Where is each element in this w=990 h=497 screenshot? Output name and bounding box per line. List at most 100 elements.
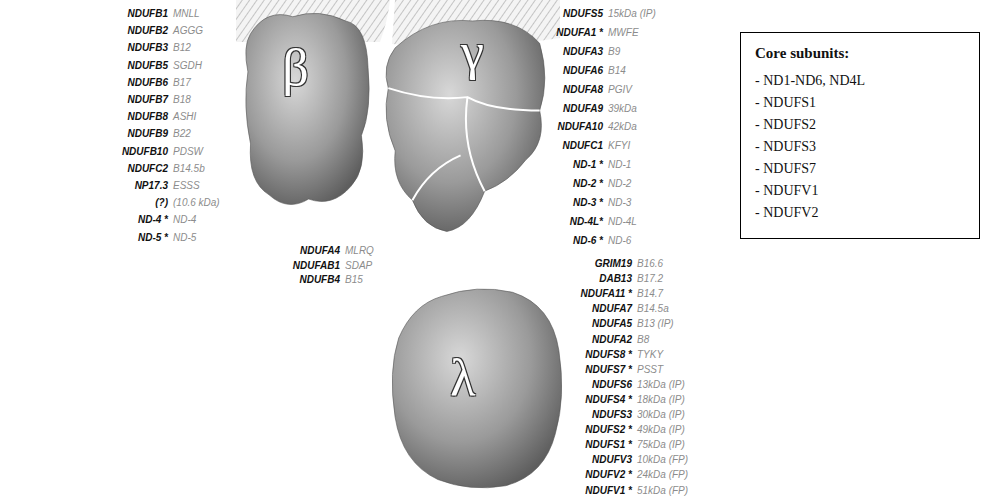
subunit-alias: KFYI <box>608 140 630 152</box>
protein-domain: β <box>240 4 372 216</box>
subunit-name: ND-4 * <box>138 214 168 226</box>
subunit-alias: ND-1 <box>608 159 631 171</box>
subunit-name: GRIM19 <box>595 258 632 270</box>
protein-domain: γ <box>378 12 550 236</box>
subunit-name: NDUFS4 * <box>585 394 632 406</box>
subunit-name: NP17.3 <box>135 180 168 192</box>
subunit-name: NDUFC2 <box>127 163 168 175</box>
subunit-name: NDUFB6 <box>127 77 168 89</box>
subunit-alias: B16.6 <box>637 258 663 270</box>
subunit-alias: 15kDa (IP) <box>608 8 656 20</box>
subunit-name: NDUFS1 * <box>585 439 632 451</box>
subunit-name: NDUFV3 <box>592 454 632 466</box>
domain-shape <box>388 284 566 492</box>
subunit-name: NDUFA1 * <box>556 27 603 39</box>
subunit-name: NDUFS8 * <box>585 349 632 361</box>
subunit-alias: 39kDa <box>608 103 637 115</box>
subunit-name: ND-6 * <box>573 235 603 247</box>
subunit-name: ND-2 * <box>573 178 603 190</box>
subunit-name: NDUFA6 <box>563 65 603 77</box>
legend-box: Core subunits:- ND1-ND6, ND4L- NDUFS1- N… <box>740 32 980 239</box>
subunit-name: NDUFC1 <box>562 140 603 152</box>
subunit-alias: MLRQ <box>345 245 374 257</box>
subunit-alias: ASHI <box>173 111 196 123</box>
subunit-name: NDUFB8 <box>127 111 168 123</box>
subunit-alias: 49kDa (IP) <box>637 424 685 436</box>
subunit-alias: PSST <box>637 364 663 376</box>
subunit-name: NDUFA11 * <box>581 288 633 300</box>
domain-shape <box>240 4 372 216</box>
subunit-alias: B17.2 <box>637 273 663 285</box>
subunit-name: NDUFV1 * <box>585 485 632 497</box>
subunit-name: NDUFA2 <box>592 334 632 346</box>
subunit-alias: B18 <box>173 94 191 106</box>
subunit-alias: TYKY <box>637 349 663 361</box>
subunit-alias: 51kDa (FP) <box>637 485 688 497</box>
subunit-alias: 10kDa (FP) <box>637 454 688 466</box>
subunit-name: NDUFA10 <box>557 121 603 133</box>
subunit-name: NDUFAB1 <box>293 260 340 272</box>
subunit-alias: 75kDa (IP) <box>637 439 685 451</box>
subunit-name: ND-5 * <box>138 232 168 244</box>
subunit-name: NDUFA7 <box>592 303 632 315</box>
subunit-name: NDUFS2 * <box>585 424 632 436</box>
subunit-alias: 13kDa (IP) <box>637 379 685 391</box>
subunit-name: NDUFB9 <box>127 128 168 140</box>
list-item: - NDUFS1 <box>755 92 965 114</box>
subunit-alias: 24kDa (FP) <box>637 469 688 481</box>
subunit-name: NDUFA3 <box>563 46 603 58</box>
subunit-alias: ND-3 <box>608 197 631 209</box>
subunit-alias: B14.7 <box>637 288 663 300</box>
subunit-name: NDUFS7 * <box>585 364 632 376</box>
box-heading: Core subunits: <box>755 45 965 62</box>
subunit-alias: B14 <box>608 65 626 77</box>
subunit-name: NDUFV2 * <box>585 469 632 481</box>
subunit-name: ND-4L* <box>570 216 603 228</box>
subunit-alias: (10.6 kDa) <box>173 197 220 209</box>
list-item: - ND1-ND6, ND4L <box>755 70 965 92</box>
subunit-alias: B17 <box>173 77 191 89</box>
subunit-name: NDUFA8 <box>563 84 603 96</box>
subunit-alias: ND-5 <box>173 232 196 244</box>
subunit-name: NDUFA4 <box>300 245 340 257</box>
subunit-alias: SGDH <box>173 60 202 72</box>
subunit-name: NDUFB4 <box>299 274 340 286</box>
subunit-alias: B14.5a <box>637 303 669 315</box>
subunit-name: (?) <box>155 197 168 209</box>
subunit-alias: ND-4L <box>608 216 637 228</box>
subunit-name: NDUFB7 <box>127 94 168 106</box>
subunit-alias: B14.5b <box>173 163 205 175</box>
subunit-alias: PDSW <box>173 146 203 158</box>
subunit-alias: ND-2 <box>608 178 631 190</box>
subunit-name: NDUFA5 <box>592 318 632 330</box>
subunit-alias: ND-4 <box>173 214 196 226</box>
subunit-alias: 30kDa (IP) <box>637 409 685 421</box>
subunit-alias: PGIV <box>608 84 632 96</box>
subunit-alias: B13 (IP) <box>637 318 674 330</box>
subunit-alias: AGGG <box>173 25 203 37</box>
subunit-name: NDUFB10 <box>122 146 168 158</box>
subunit-alias: MNLL <box>173 8 200 20</box>
subunit-alias: B22 <box>173 128 191 140</box>
subunit-alias: ND-6 <box>608 235 631 247</box>
subunit-name: NDUFB1 <box>127 8 168 20</box>
subunit-alias: ESSS <box>173 180 200 192</box>
subunit-name: NDUFA9 <box>563 103 603 115</box>
subunit-name: DAB13 <box>599 273 632 285</box>
subunit-name: ND-1 * <box>573 159 603 171</box>
list-item: - NDUFV2 <box>755 202 965 224</box>
list-item: - NDUFV1 <box>755 180 965 202</box>
domain-letter: β <box>282 42 308 94</box>
list-item: - NDUFS7 <box>755 158 965 180</box>
domain-letter: γ <box>461 26 484 78</box>
list-item: - NDUFS2 <box>755 114 965 136</box>
subunit-alias: MWFE <box>608 27 639 39</box>
subunit-alias: B12 <box>173 42 191 54</box>
subunit-alias: B15 <box>345 274 363 286</box>
subunit-alias: SDAP <box>345 260 372 272</box>
subunit-alias: B9 <box>608 46 620 58</box>
subunit-name: NDUFB5 <box>127 60 168 72</box>
subunit-name: NDUFS6 <box>592 379 632 391</box>
list-item: - NDUFS3 <box>755 136 965 158</box>
subunit-name: NDUFB2 <box>127 25 168 37</box>
